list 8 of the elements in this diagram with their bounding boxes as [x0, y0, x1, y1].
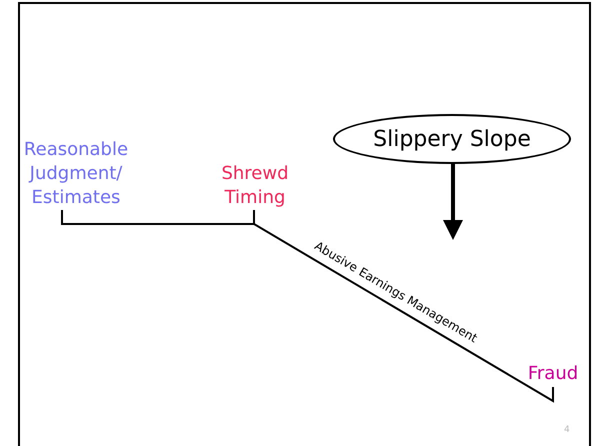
connector-line [61, 210, 255, 225]
page-number: 4 [564, 424, 570, 437]
stage-text: Fraud [528, 362, 578, 386]
stage-text: Reasonable Judgment/ Estimates [22, 138, 130, 210]
stage-text: Shrewd Timing [220, 162, 290, 210]
arrow [443, 164, 463, 240]
connector-line [253, 210, 554, 403]
ellipse-text: Slippery Slope [373, 126, 531, 154]
